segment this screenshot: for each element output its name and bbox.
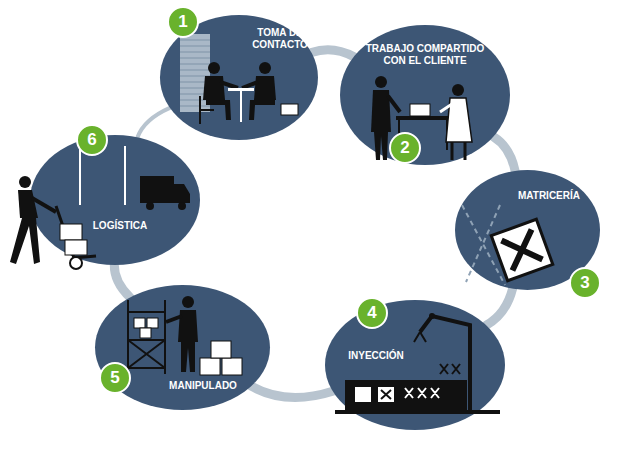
callout-number: 2 xyxy=(390,133,420,163)
ellipse-shape xyxy=(30,135,200,265)
callout-number: 6 xyxy=(77,125,107,155)
step-number: 6 xyxy=(77,125,107,155)
ring-connector xyxy=(114,265,130,297)
step-number: 3 xyxy=(570,268,600,298)
die-figure xyxy=(462,205,553,285)
stage-ellipse: TRABAJO COMPARTIDO CON EL CLIENTE xyxy=(340,25,510,165)
stage-label: INYECCIÓN xyxy=(343,350,409,362)
handling-figure xyxy=(128,296,242,375)
stage-label: MATRICERÍA xyxy=(513,190,585,202)
logistics-figure xyxy=(10,146,190,269)
stage-ellipse: INYECCIÓN xyxy=(325,300,505,430)
stage-label: TRABAJO COMPARTIDO CON EL CLIENTE xyxy=(362,43,488,67)
meeting-figure xyxy=(180,34,298,124)
ring-connector xyxy=(138,108,170,138)
step-number: 4 xyxy=(357,298,387,328)
ring-connector xyxy=(251,386,333,397)
ring-connector xyxy=(311,50,354,57)
callout-number: 4 xyxy=(357,298,387,328)
stage-label: MANIPULADO xyxy=(163,380,243,392)
step-number: 5 xyxy=(100,363,130,393)
step-number: 2 xyxy=(390,133,420,163)
ellipse-shape xyxy=(325,300,505,430)
callout-number: 1 xyxy=(168,7,198,37)
stage-label: LOGÍSTICA xyxy=(88,220,152,232)
stage-ellipse: LOGÍSTICA xyxy=(30,135,200,265)
callout-number: 5 xyxy=(100,363,130,393)
ring-connector xyxy=(486,289,512,326)
stage-label: TOMA DE CONTACTO xyxy=(245,27,315,51)
callout-number: 3 xyxy=(570,268,600,298)
injection-figure xyxy=(335,313,500,414)
step-number: 1 xyxy=(168,7,198,37)
ring-connector xyxy=(493,137,515,171)
shared-work-figure xyxy=(371,76,472,160)
